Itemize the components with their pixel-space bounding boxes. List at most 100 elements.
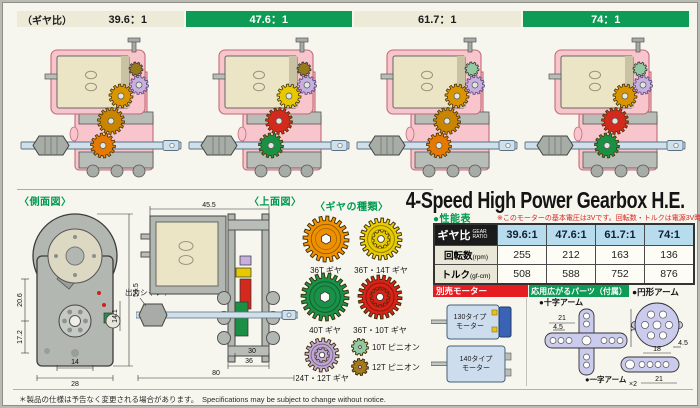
motor-130 xyxy=(446,304,500,340)
dim-height: 56.5 xyxy=(133,283,140,297)
motor-130-label: モーター xyxy=(456,321,484,330)
circle-arm-label: ●円形アーム xyxy=(632,287,679,297)
gearbox-cutaway-39-6 xyxy=(20,37,182,178)
ratio-col-1: 39.6:1 xyxy=(497,223,547,246)
footer-note: ＊製品の仕様は予告なく変更される場合があります。 Specifications … xyxy=(19,395,386,404)
dim-width-outer: 28 xyxy=(71,381,79,387)
side-view-heading: 〈側面図〉 xyxy=(19,197,72,208)
gear-type-icon: 36T・14T ギヤ xyxy=(354,217,408,275)
cross-arm-label: ●十字アーム xyxy=(539,297,583,307)
vertical-divider xyxy=(526,298,527,386)
gearbox-illustration-row xyxy=(17,28,689,186)
dim-circle-pitch: 4.5 xyxy=(678,340,688,347)
dim-lower-left: 17.2 xyxy=(17,330,24,344)
gear-type-label: 24T・12T ギヤ xyxy=(296,374,349,383)
pinion-gear xyxy=(464,61,480,77)
straight-arm-qty: ×2 xyxy=(629,381,637,388)
gear-type-icon: 36T・10T ギヤ xyxy=(353,274,407,335)
dim-circle-d: 18 xyxy=(653,346,661,353)
dim-30: 30 xyxy=(248,348,256,355)
ratio-label: 74：1 xyxy=(591,14,621,26)
motor-140-label: 140タイプ xyxy=(460,354,493,363)
straight-arm-label: ●一字アーム xyxy=(585,374,627,384)
rpm-unit: (rpm) xyxy=(472,254,489,261)
rpm-label: 回転数 xyxy=(443,251,473,262)
gear-type-icon: 12T ピニオン xyxy=(350,357,420,377)
screw-dot xyxy=(97,291,101,295)
torque-row: トルク(gf-cm) 508 588 752 876 xyxy=(433,264,695,285)
rpm-value: 163 xyxy=(595,245,645,265)
gear-type-label: 10T ピニオン xyxy=(372,343,420,352)
parts-section-header: 応用広がるパーツ（付属） xyxy=(529,285,629,297)
dim-inner: 14.1 xyxy=(112,309,119,323)
torque-label: トルク xyxy=(441,270,470,281)
ratio-col-3: 61.7:1 xyxy=(595,223,645,246)
ratio-cell-39-6: （ギヤ比） 39.6：1 xyxy=(17,11,186,27)
torque-unit: (gf-cm) xyxy=(469,273,491,280)
gearbox-cutaway-61-7 xyxy=(356,37,518,178)
motor-140-label: モーター xyxy=(462,363,490,372)
torque-value: 876 xyxy=(644,264,695,285)
screw-dot xyxy=(102,303,106,307)
arm-parts-illustration: ●十字アーム 21 4.5 18 18 4.5 ●一字アーム ×2 21 xyxy=(539,297,688,388)
output-shaft-label: 出力シャフト xyxy=(125,288,170,297)
ratio-label: 47.6：1 xyxy=(249,14,289,26)
rpm-value: 212 xyxy=(546,245,596,265)
ratio-bar: （ギヤ比） 39.6：1 47.6：1 61.7：1 74：1 xyxy=(17,11,689,27)
pinion-gear xyxy=(296,61,312,77)
corner-sub: GEAR RATIO xyxy=(472,228,488,240)
rpm-row: 回転数(rpm) 255 212 163 136 xyxy=(433,245,695,265)
performance-heading: ●性能表 xyxy=(433,214,472,225)
gear-type-label: 36T・10T ギヤ xyxy=(353,326,407,335)
output-shaft xyxy=(136,311,298,319)
pinion-gear xyxy=(632,61,648,77)
gear-type-icon: 36T ギヤ xyxy=(302,215,350,275)
motors-illustration: 130タイプ モーター 140タイプ モーター xyxy=(431,304,512,383)
product-title: 4-Speed High Power Gearbox H.E. xyxy=(405,187,685,213)
motor-body xyxy=(155,221,219,287)
dim-cross-pitch: 4.5 xyxy=(553,324,563,331)
corner-label: ギヤ比 xyxy=(437,229,471,242)
top-view-heading: 〈上面図〉 xyxy=(249,197,302,208)
gear-type-icon: 24T・12T ギヤ xyxy=(296,337,349,383)
ratio-label: 39.6：1 xyxy=(108,14,148,26)
rpm-value: 136 xyxy=(644,245,695,265)
rpm-value: 255 xyxy=(497,245,547,265)
ratio-cell-47-6: 47.6：1 xyxy=(185,11,354,27)
ratio-cell-61-7: 61.7：1 xyxy=(354,11,523,27)
motor-140 xyxy=(446,345,506,383)
dim-cross-w: 21 xyxy=(558,315,566,322)
gearbox-cutaway-74 xyxy=(524,37,686,178)
top-view-drawing: 45.5 30 36 80 xyxy=(136,202,298,381)
gear-type-label: 36T・14T ギヤ xyxy=(354,266,408,275)
ratio-cell-74: 74：1 xyxy=(522,11,689,27)
dim-straight-w: 21 xyxy=(655,376,663,383)
ratio-col-4: 74:1 xyxy=(644,223,695,246)
motor-130-label: 130タイプ xyxy=(454,312,487,321)
dim-width-inner: 14 xyxy=(71,359,79,366)
gear-types-heading: 〈ギヤの種類〉 xyxy=(315,202,389,213)
torque-value: 588 xyxy=(546,264,596,285)
ratio-col-2: 47.6:1 xyxy=(546,223,596,246)
dim-upper-left: 20.6 xyxy=(17,293,24,307)
motors-section-header: 別売モーター xyxy=(433,285,528,297)
ratio-prefix: （ギヤ比） xyxy=(22,15,72,27)
side-view-drawing: 56.5 20.6 17.2 14.1 14 28 xyxy=(17,213,140,387)
motor-130-endcap xyxy=(498,306,512,338)
section-divider xyxy=(17,189,433,190)
ratio-label: 61.7：1 xyxy=(417,14,457,26)
gear-type-label: 36T ギヤ xyxy=(310,266,342,275)
footer-divider xyxy=(13,389,693,390)
gearbox-cutaway-47-6 xyxy=(188,37,350,178)
gear-type-label: 12T ピニオン xyxy=(372,363,420,372)
wheel-hub xyxy=(138,303,168,327)
dim-36: 36 xyxy=(245,358,253,365)
gear-type-icon: 40T ギヤ xyxy=(300,272,350,335)
dim-width: 45.5 xyxy=(202,202,216,209)
torque-value: 508 xyxy=(497,264,547,285)
performance-note: ※このモーターの基本電圧は3Vです。回転数・トルクは電源3V時の参考値です。 xyxy=(497,215,700,222)
